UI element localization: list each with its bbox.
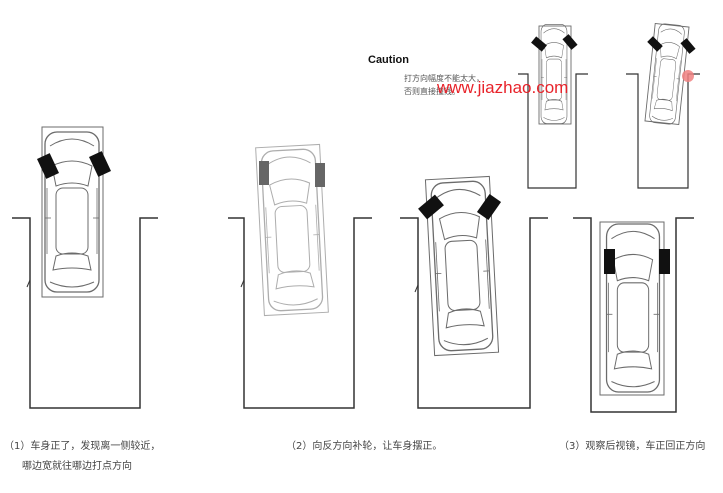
car-2 [255,143,329,317]
caution-car-b [644,22,696,126]
caution-bay-a [518,73,588,189]
watermark: www.jiazhao.com [437,78,569,97]
car-1 [37,126,111,298]
left-mirror-marker-2 [259,161,269,185]
step-1-caption-line-2: 哪边宽就往哪边打点方向 [22,461,132,472]
left-mirror-marker-4 [604,249,615,274]
step-1-caption-line-1: （1）车身正了，发现离一侧较近， [4,441,161,452]
left-mirror-marker-3 [418,194,444,220]
parking-bay-2 [228,217,372,409]
warning-dot [682,70,694,82]
right-mirror-marker-1 [89,151,111,177]
right-mirror-marker-2 [315,163,325,187]
caution-title: Caution [368,54,409,66]
parking-bay-3 [400,217,548,409]
right-mirror-marker-3 [476,193,502,221]
caution-note-line-1: 打方向幅度不能太大， [404,74,484,83]
caution-car-a [531,23,578,125]
parking-bay-4 [573,217,694,413]
car-3 [418,175,502,357]
left-mirror-marker-1 [37,153,59,179]
right-mirror-marker-4 [659,249,670,274]
step-2-caption: （2）向反方向补轮，让车身摆正。 [286,441,443,452]
step-3-caption: （3）观察后视镜，车正回正方向 [559,441,706,452]
caution-note-line-2: 否则直接撞线。 [404,87,460,96]
car-4 [599,221,670,396]
parking-bay-1 [12,217,158,409]
